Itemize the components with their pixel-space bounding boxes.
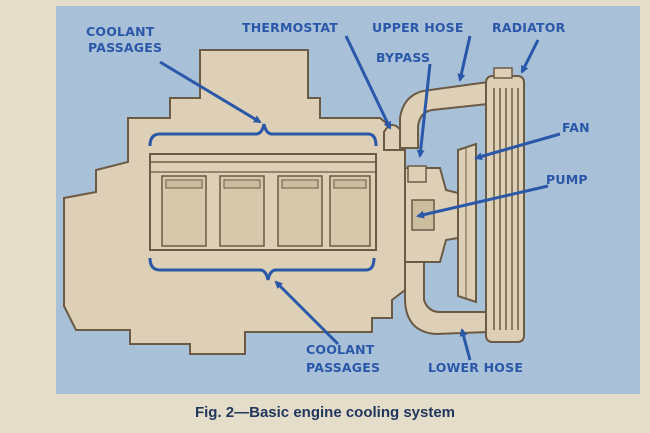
cylinder-3: [277, 175, 323, 247]
arrow-thermostat: [344, 35, 392, 130]
label-thermostat: THERMOSTAT: [242, 20, 338, 35]
label-pump: PUMP: [546, 172, 588, 187]
label-radiator: RADIATOR: [492, 20, 566, 35]
radiator-cap: [493, 67, 513, 79]
label-coolant-passages-top-line1: COOLANT: [86, 24, 155, 39]
label-coolant-passages-bottom-line2: PASSAGES: [306, 360, 380, 375]
arrow-bypass: [416, 63, 432, 158]
arrow-radiator: [520, 39, 540, 74]
label-lower-hose: LOWER HOSE: [428, 360, 523, 375]
label-bypass: BYPASS: [376, 50, 430, 65]
arrow-lower-hose: [459, 328, 472, 361]
cylinder-4: [329, 175, 371, 247]
arrow-upper-hose: [457, 35, 472, 82]
cylinder-1: [161, 175, 207, 247]
upper-hose: [399, 80, 489, 149]
cylinder-2: [219, 175, 265, 247]
label-fan: FAN: [562, 120, 590, 135]
arrow-coolant-bottom: [274, 280, 340, 346]
radiator-tubes: [493, 88, 519, 330]
brace-bottom: [148, 257, 376, 281]
label-upper-hose: UPPER HOSE: [372, 20, 464, 35]
label-coolant-passages-top-line2: PASSAGES: [88, 40, 162, 55]
arrow-pump: [416, 184, 549, 219]
arrow-fan: [474, 132, 561, 161]
figure-caption: Fig. 2—Basic engine cooling system: [194, 404, 456, 421]
label-coolant-passages-bottom-line1: COOLANT: [306, 342, 375, 357]
arrow-coolant-top: [159, 60, 262, 124]
fan-blade: [457, 142, 477, 304]
brace-top: [148, 123, 378, 147]
